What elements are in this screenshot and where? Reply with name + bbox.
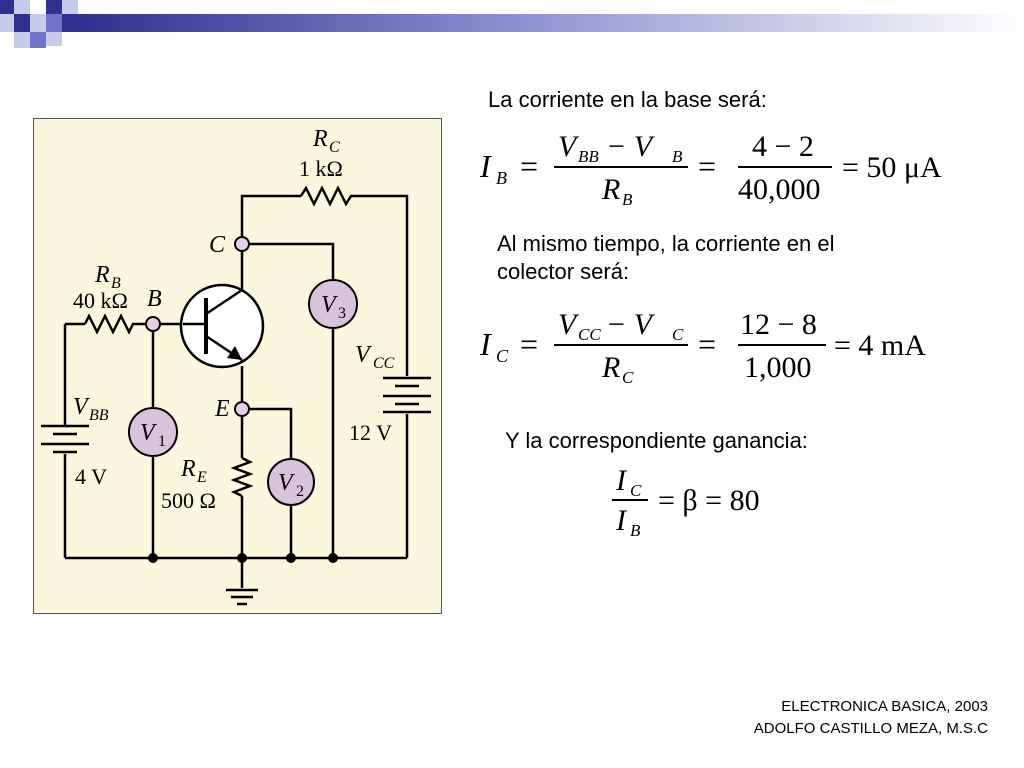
ic-den2: 1,000 (744, 351, 812, 384)
svg-text:=: = (520, 326, 538, 362)
ib-den-sub: B (622, 190, 633, 209)
gain-equation: I C I B = β = 80 (608, 458, 828, 553)
ic-equation: I C = V CC − V C R C = 12 − 8 1,000 = 4 … (476, 300, 976, 395)
gain-intro: Y la correspondiente ganancia: (505, 428, 808, 453)
ib-num-sub: BB (578, 147, 599, 166)
node-c-label: C (209, 232, 226, 258)
ic-den: R (601, 351, 620, 384)
circuit-diagram: V 3 V 1 V 2 R C 1 kΩ R B 40 kΩ B C E R E… (33, 118, 442, 614)
ic-num-sub2: C (672, 325, 684, 344)
gain-den: I (615, 504, 628, 537)
re-resistor (230, 456, 254, 498)
node-c-terminal (234, 236, 250, 252)
transistor (179, 283, 265, 369)
gain-num-sub: C (630, 481, 642, 500)
gain-equation-graphic: I C I B = β = 80 (612, 464, 760, 540)
vbb-battery (41, 424, 89, 454)
ic-num-minus: − V (606, 308, 656, 341)
node-e-terminal (234, 401, 250, 417)
ib-num: V (558, 130, 580, 163)
voltmeter-v3: V 3 (308, 279, 358, 329)
vcc-sub: CC (373, 355, 395, 372)
gain-num: I (615, 464, 628, 497)
footer: ELECTRONICA BASICA, 2003 ADOLFO CASTILLO… (754, 696, 988, 740)
ib-num-minus: − V (606, 130, 656, 163)
circuit-wires (63, 194, 409, 588)
node-b-label: B (147, 286, 162, 312)
footer-line1: ELECTRONICA BASICA, 2003 (781, 698, 988, 715)
collector-current-intro: Al mismo tiempo, la corriente en el cole… (497, 231, 835, 284)
ground-symbol (226, 588, 258, 606)
ib-lhs-sub: B (496, 168, 507, 188)
gain-result: = β = 80 (658, 484, 760, 517)
node-b-terminal (145, 316, 161, 332)
vbb-label: V (73, 394, 90, 420)
voltmeter-v2: V 2 (267, 458, 315, 506)
ic-equation-graphic: I C = V CC − V C R C = 12 − 8 1,000 = 4 … (479, 308, 926, 387)
rc-sub: C (329, 139, 340, 156)
rb-resistor (83, 313, 153, 335)
rc-value: 1 kΩ (299, 156, 343, 181)
rb-label: R (94, 262, 110, 288)
circuit-schematic: V 3 V 1 V 2 R C 1 kΩ R B 40 kΩ B C E R E… (33, 118, 442, 614)
ib-equation: I B = V BB − V B R B = 4 − 2 40,000 = 50… (476, 122, 976, 217)
svg-text:=: = (698, 148, 716, 184)
re-label: R (180, 456, 196, 482)
v1-label: V (140, 420, 157, 446)
ib-den: R (601, 173, 620, 206)
v2-sub: 2 (296, 483, 304, 500)
v1-sub: 1 (158, 433, 166, 450)
ic-num2: 12 − 8 (740, 308, 817, 341)
ib-equation-graphic: I B = V BB − V B R B = 4 − 2 40,000 = 50… (479, 130, 942, 209)
ib-result: = 50 μA (842, 151, 942, 184)
v3-label: V (321, 292, 338, 318)
vbb-value: 4 V (75, 464, 107, 489)
footer-line2: ADOLFO CASTILLO MEZA, M.S.C (753, 720, 988, 737)
ib-num2: 4 − 2 (752, 130, 814, 163)
gain-den-sub: B (630, 521, 641, 540)
ib-den2: 40,000 (738, 173, 821, 206)
node-e-label: E (214, 396, 230, 422)
re-value: 500 Ω (161, 488, 216, 513)
vcc-battery (383, 376, 431, 414)
ib-lhs: I (479, 148, 492, 184)
rb-sub: B (111, 275, 121, 292)
vbb-sub: BB (89, 407, 109, 424)
svg-text:=: = (698, 326, 716, 362)
header-squares-graphic (0, 0, 1024, 48)
ic-den-sub: C (622, 368, 634, 387)
ic-num-sub: CC (578, 325, 601, 344)
ic-lhs: I (479, 326, 492, 362)
vcc-label: V (355, 342, 372, 368)
v3-sub: 3 (338, 305, 346, 322)
vcc-value: 12 V (349, 420, 392, 445)
ic-num: V (558, 308, 580, 341)
svg-text:=: = (520, 148, 538, 184)
rc-label: R (312, 126, 328, 152)
rc-resistor (299, 185, 355, 207)
voltmeter-v1: V 1 (128, 407, 178, 457)
re-sub: E (196, 469, 207, 486)
ic-result: = 4 mA (834, 329, 926, 362)
rb-value: 40 kΩ (73, 288, 128, 313)
junction-dots (148, 553, 338, 563)
base-current-intro: La corriente en la base será: (488, 87, 767, 112)
ic-lhs-sub: C (496, 346, 509, 366)
ib-num-sub2: B (672, 147, 683, 166)
header-decoration (0, 0, 1024, 48)
v2-label: V (278, 470, 295, 496)
